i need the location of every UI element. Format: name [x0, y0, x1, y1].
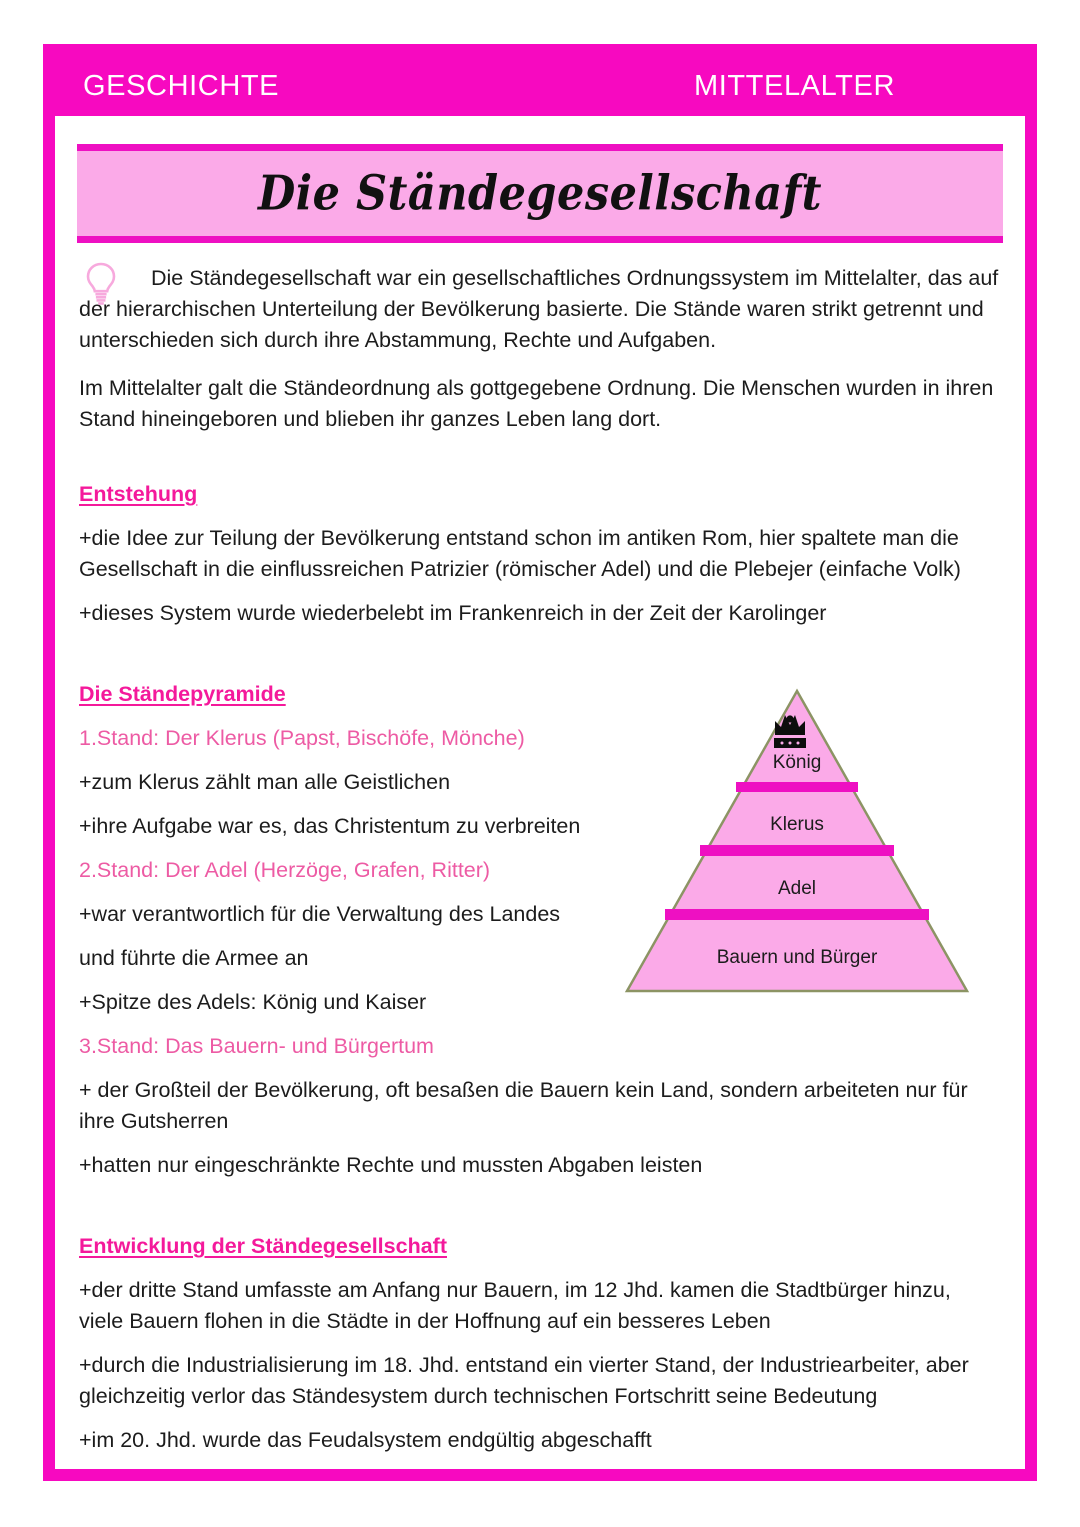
pyramid-body — [624, 688, 970, 993]
stand-1-bullet-2: +ihre Aufgabe war es, das Christentum zu… — [79, 814, 581, 838]
header-topic: MITTELALTER — [693, 69, 895, 102]
lightbulb-icon — [83, 261, 119, 307]
entwicklung-bullet-1: +der dritte Stand umfasste am Anfang nur… — [79, 1278, 951, 1333]
title-banner-wrap: Die Ständegesellschaft — [55, 116, 1025, 243]
pyramid-label-adel: Adel — [778, 878, 816, 899]
entstehung-bullet-1: +die Idee zur Teilung der Bevölkerung en… — [79, 526, 961, 581]
stand-2-bullet-1: +war verantwortlich für die Verwaltung d… — [79, 902, 561, 926]
pyramid-divider-1 — [736, 782, 858, 792]
stand-3-label: 3.Stand: Das Bauern- und Bürgertum — [79, 1034, 434, 1058]
stand-3-bullet-2: +hatten nur eingeschränkte Rechte und mu… — [79, 1153, 703, 1177]
pyramid-label-koenig: König — [773, 752, 822, 773]
stand-2-bullet-3: +Spitze des Adels: König und Kaiser — [79, 990, 427, 1014]
stand-1-bullet-1: +zum Klerus zählt man alle Geistlichen — [79, 770, 451, 794]
staende-pyramid-figure: König Klerus Adel Bauern und Bürger — [621, 685, 973, 1000]
title-banner: Die Ständegesellschaft — [77, 144, 1003, 243]
section-heading-staendepyramide: Die Ständepyramide — [79, 682, 286, 706]
stand-3-bullet-1: + der Großteil der Bevölkerung, oft besa… — [79, 1078, 968, 1133]
intro-paragraph-1: Die Ständegesellschaft war ein gesellsch… — [79, 266, 999, 352]
section-heading-entstehung: Entstehung — [79, 482, 198, 506]
stand-2-label: 2.Stand: Der Adel (Herzöge, Grafen, Ritt… — [79, 858, 491, 882]
section-heading-entwicklung: Entwicklung der Ständegesellschaft — [79, 1234, 447, 1258]
pyramid-label-bauern: Bauern und Bürger — [717, 947, 878, 968]
entwicklung-bullet-2: +durch die Industrialisierung im 18. Jhd… — [79, 1353, 969, 1408]
entstehung-bullet-2: +dieses System wurde wiederbelebt im Fra… — [79, 601, 827, 625]
page-title: Die Ständegesellschaft — [258, 165, 822, 222]
pyramid-divider-2 — [700, 845, 894, 856]
stand-2-bullet-2: und führte die Armee an — [79, 946, 309, 970]
pyramid-label-klerus: Klerus — [770, 814, 824, 835]
intro-block: Die Ständegesellschaft war ein gesellsch… — [79, 261, 1001, 435]
pyramid-divider-3 — [665, 909, 929, 920]
entwicklung-bullet-3: +im 20. Jhd. wurde das Feudalsystem endg… — [79, 1428, 652, 1452]
note-page: GESCHICHTE MITTELALTER Die Ständegesells… — [43, 44, 1037, 1481]
stand-1-label: 1.Stand: Der Klerus (Papst, Bischöfe, Mö… — [79, 726, 525, 750]
crown-icon — [774, 715, 806, 748]
header-subject: GESCHICHTE — [83, 69, 280, 102]
intro-paragraph-2: Im Mittelalter galt die Ständeordnung al… — [79, 376, 994, 431]
note-content: Die Ständegesellschaft war ein gesellsch… — [55, 243, 1025, 1495]
page-header: GESCHICHTE MITTELALTER — [55, 56, 1025, 116]
staendepyramide-block: König Klerus Adel Bauern und Bürger Die … — [79, 682, 1001, 1181]
